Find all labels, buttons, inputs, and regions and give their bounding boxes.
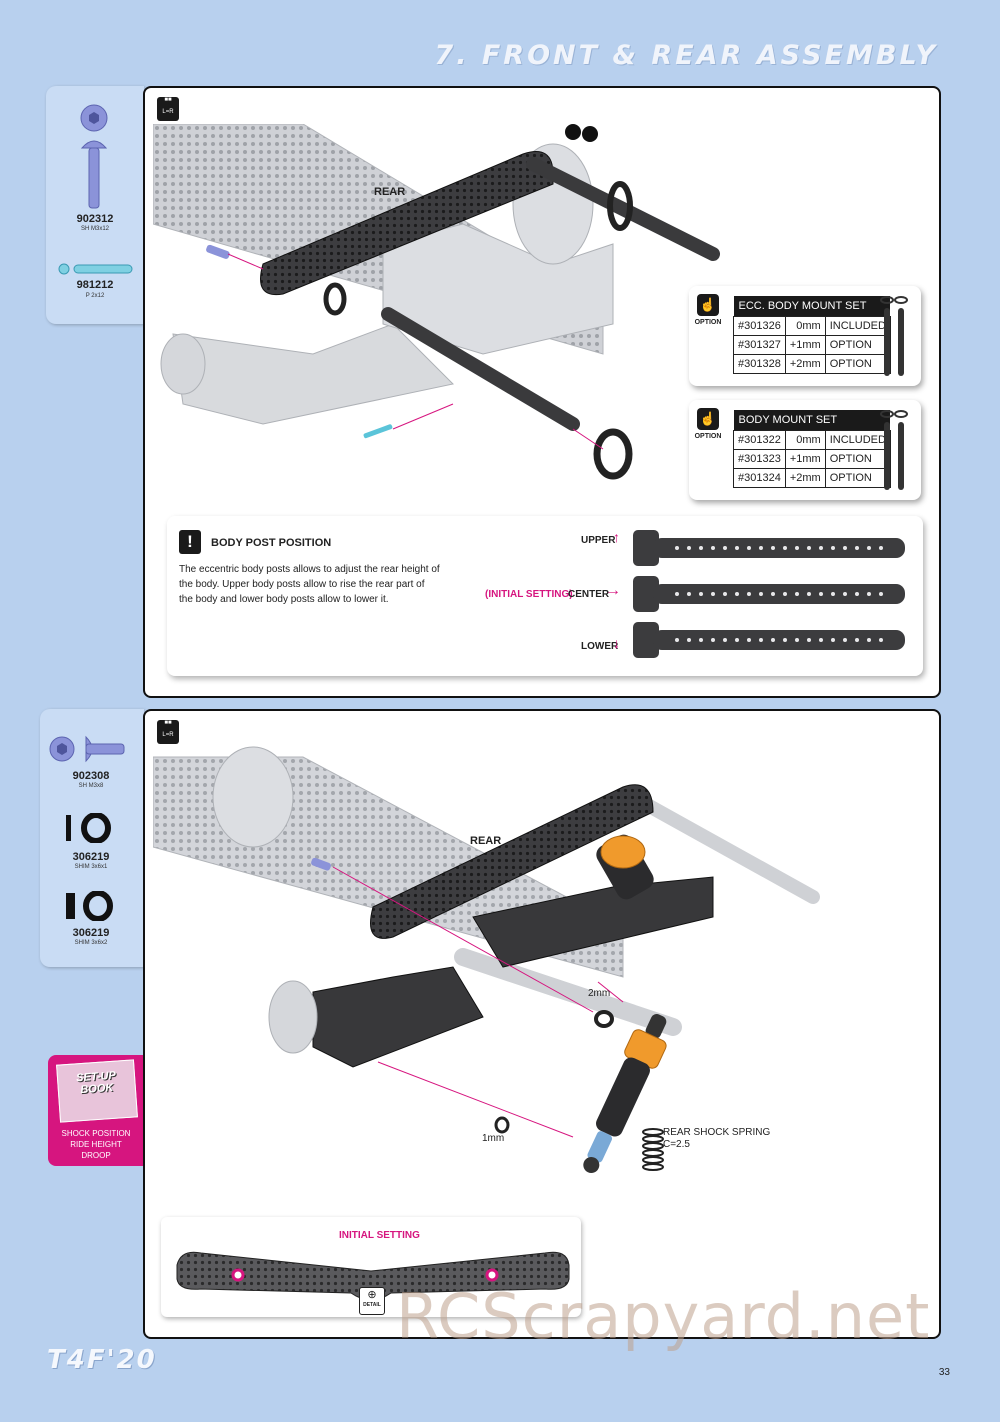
watermark: RCScrapyard.net — [396, 1280, 931, 1353]
initial-setting-label: (INITIAL SETTING) — [485, 589, 573, 600]
body-post-position-note: ! BODY POST POSITION The eccentric body … — [167, 516, 923, 676]
shim-icon — [66, 813, 111, 843]
part-desc: SHIM 3x6x1 — [74, 864, 108, 870]
rear-label: REAR — [374, 186, 406, 198]
arrow-up-icon: ↑ — [613, 529, 620, 545]
size: +1mm — [784, 449, 826, 469]
lr-icon-label: L=R — [162, 109, 174, 115]
size: +1mm — [784, 335, 826, 355]
part-number: #301322 — [733, 430, 786, 450]
upper-post — [633, 530, 905, 566]
detail-icon: ⊕ DETAIL — [359, 1287, 385, 1315]
part-desc: SH M3x8 — [78, 783, 104, 789]
lower-post — [633, 622, 905, 658]
table-row: #301328 +2mm OPTION — [733, 354, 891, 374]
rear-label: REAR — [470, 835, 502, 847]
carbon-mount-diagram — [176, 1251, 570, 1301]
warning-icon: ! — [179, 530, 201, 554]
spring-label: REAR SHOCK SPRING — [663, 1127, 771, 1138]
left-right-icon: ■■L=R — [157, 720, 179, 744]
table-title: BODY MOUNT SET — [733, 410, 891, 431]
table-row: #301322 0mm INCLUDED — [733, 430, 891, 450]
spring-value: C=2.5 — [663, 1139, 690, 1150]
table-title: ECC. BODY MOUNT SET — [733, 296, 891, 317]
part-number: #301327 — [733, 335, 786, 355]
body-post-icon — [880, 410, 908, 490]
setup-book-tab[interactable]: SET-UP BOOK SHOCK POSITION RIDE HEIGHT D… — [48, 1055, 144, 1166]
setup-book-icon: SET-UP BOOK — [56, 1059, 138, 1123]
setup-item: DROOP — [81, 1151, 111, 1160]
lower-label: LOWER — [581, 641, 619, 652]
thumbs-up-icon: ☝ — [697, 294, 719, 316]
ecc-option-table: ECC. BODY MOUNT SET #301326 0mm INCLUDED… — [733, 296, 891, 374]
body-mount-option: ☝ OPTION BODY MOUNT SET #301322 0mm INCL… — [689, 400, 921, 500]
lr-icon-label: L=R — [162, 732, 174, 738]
table-row: #301323 +1mm OPTION — [733, 449, 891, 469]
setup-item: RIDE HEIGHT — [70, 1140, 122, 1149]
upper-label: UPPER — [581, 535, 616, 546]
parts-panel-step1: 902312 SH M3x12 981212 P 2x12 — [46, 86, 144, 324]
button-head-screw-icon — [49, 735, 125, 763]
table-row: #301327 +1mm OPTION — [733, 335, 891, 355]
part-code: 981212 — [76, 279, 114, 291]
shim-1mm-label: 1mm — [482, 1133, 505, 1144]
body-posts-diagram — [633, 530, 905, 658]
parts-panel-step2: 902308 SH M3x8 306219 SHIM 3x6x1 306219 … — [40, 709, 144, 967]
page-number: 33 — [938, 1367, 950, 1378]
rear-assembly-illustration — [153, 124, 720, 480]
status: OPTION — [824, 449, 891, 469]
table-row: #301326 0mm INCLUDED — [733, 316, 891, 336]
size: 0mm — [784, 316, 826, 336]
product-logo: T4F'20 — [47, 1345, 157, 1375]
part-number: #301328 — [733, 354, 786, 374]
arrow-right-icon: → — [605, 582, 621, 599]
left-right-icon: ■■L=R — [157, 97, 179, 121]
option-label: OPTION — [694, 433, 722, 440]
step1-box: ■■L=R — [143, 86, 941, 698]
part-desc: SH M3x12 — [80, 226, 109, 232]
part-number: #301323 — [733, 449, 786, 469]
part-code: 902308 — [72, 770, 110, 782]
rear-shock-assembly-illustration — [153, 746, 820, 1173]
page-title: 7. FRONT & REAR ASSEMBLY — [434, 40, 938, 71]
initial-setting-title: INITIAL SETTING — [339, 1230, 420, 1241]
part-number: #301324 — [733, 468, 786, 488]
shim-thick-icon — [66, 891, 113, 921]
status: OPTION — [824, 354, 891, 374]
shim-2mm-label: 2mm — [588, 988, 611, 999]
center-label: CENTER — [568, 589, 610, 600]
size: 0mm — [784, 430, 826, 450]
detail-label: DETAIL — [363, 1302, 381, 1308]
size: +2mm — [784, 468, 826, 488]
option-label: OPTION — [694, 319, 722, 326]
part-code: 306219 — [72, 851, 110, 863]
table-row: #301324 +2mm OPTION — [733, 468, 891, 488]
note-text: The eccentric body posts allows to adjus… — [179, 564, 440, 605]
status: OPTION — [824, 468, 891, 488]
body-post-icon — [880, 296, 908, 376]
size: +2mm — [784, 354, 826, 374]
part-number: #301326 — [733, 316, 786, 336]
ecc-body-mount-option: ☝ OPTION ECC. BODY MOUNT SET #301326 0mm… — [689, 286, 921, 386]
thumbs-up-icon: ☝ — [697, 408, 719, 430]
button-head-screw-icon — [80, 104, 108, 209]
arrow-down-icon: ↓ — [613, 635, 620, 651]
part-code: 902312 — [76, 213, 114, 225]
initial-setting-card: INITIAL SETTING ⊕ DETAIL — [161, 1217, 581, 1317]
body-option-table: BODY MOUNT SET #301322 0mm INCLUDED #301… — [733, 410, 891, 488]
part-code: 306219 — [72, 927, 110, 939]
part-desc: P 2x12 — [85, 293, 105, 299]
note-title: BODY POST POSITION — [211, 537, 332, 549]
part-desc: SHIM 3x6x2 — [74, 940, 108, 946]
center-post — [633, 576, 905, 612]
setup-item: SHOCK POSITION — [61, 1129, 131, 1138]
pin-icon — [58, 263, 133, 275]
step2-box: ■■L=R — [143, 709, 941, 1339]
